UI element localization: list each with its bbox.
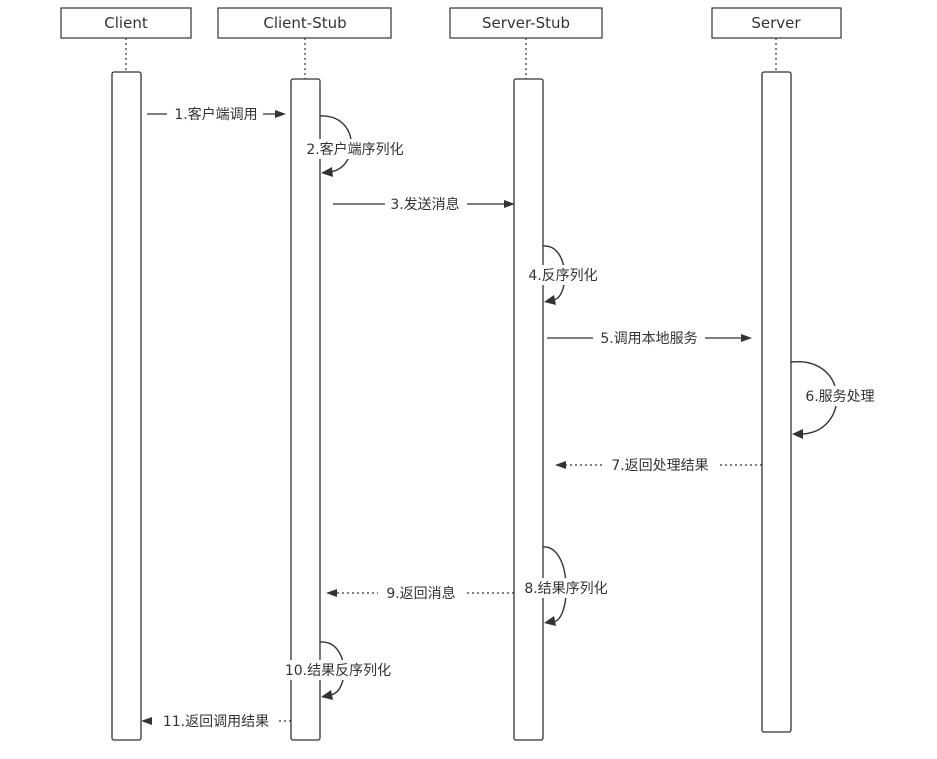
message-label: 10.结果反序列化 [285,663,391,679]
message-10: 10.结果反序列化 [274,641,402,700]
participant-label: Client-Stub [263,14,346,32]
participant-client-stub: Client-Stub [217,7,392,39]
message-11: 11.返回调用结果 [141,711,291,731]
participant-client: Client [60,7,192,39]
message-label: 2.客户端序列化 [306,141,403,158]
arrowhead [326,589,337,597]
message-5: 5.调用本地服务 [547,328,752,348]
message-label: 3.发送消息 [390,196,459,213]
activation-bar-client-stub [290,78,321,741]
message-label: 5.调用本地服务 [600,331,697,347]
message-label: 9.返回消息 [386,585,455,602]
participant-box [217,7,392,39]
activation-bar-server-stub [513,78,544,741]
arrowhead [321,690,333,700]
arrowhead [544,295,556,305]
message-label: 7.返回处理结果 [611,458,708,474]
message-1: 1.客户端调用 [147,104,286,124]
message-label: 4.反序列化 [528,268,597,284]
message-2: 2.客户端序列化 [300,115,410,177]
arrowhead [544,616,556,626]
arrowhead [275,110,286,118]
arrowhead [555,461,566,469]
arrowhead [504,200,515,208]
message-6: 6.服务处理 [790,361,884,439]
message-label: 8.结果序列化 [524,581,607,597]
participant-box [711,7,842,39]
participant-label: Client [104,14,148,32]
participant-server: Server [711,7,842,39]
participant-box [60,7,192,39]
message-4: 4.反序列化 [522,245,606,305]
arrowhead [321,167,333,177]
message-label: 1.客户端调用 [174,106,257,123]
message-label: 6.服务处理 [805,389,874,405]
arrowhead [792,429,803,439]
arrowhead [741,334,752,342]
message-8: 8.结果序列化 [516,546,616,626]
participant-server-stub: Server-Stub [449,7,603,39]
message-3: 3.发送消息 [333,194,515,214]
message-7: 7.返回处理结果 [555,455,762,475]
message-label: 11.返回调用结果 [163,714,269,730]
arrowhead [141,717,152,725]
message-9: 9.返回消息 [326,583,514,603]
participant-label: Server [751,14,801,32]
participant-label: Server-Stub [482,14,570,32]
activation-bar-client [111,71,142,741]
activation-bar-server [761,71,792,733]
